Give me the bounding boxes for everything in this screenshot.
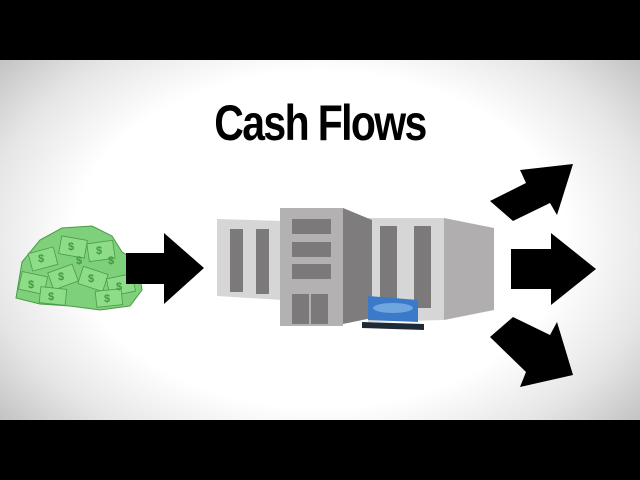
- letterbox-top: [0, 0, 640, 60]
- svg-text:$: $: [38, 253, 44, 265]
- svg-text:$: $: [108, 255, 114, 267]
- slide-stage: Cash Flows $$$ $$$ $$$ $$: [0, 60, 640, 420]
- company-building-icon: [217, 208, 494, 330]
- svg-text:$: $: [116, 281, 122, 293]
- slide-title: Cash Flows: [214, 95, 427, 151]
- company-sign-icon: [362, 296, 424, 330]
- illustration: $$$ $$$ $$$ $$: [15, 164, 596, 387]
- svg-text:$: $: [48, 291, 54, 303]
- outflow-arrow-down-icon: [490, 317, 573, 387]
- letterbox-bottom: [0, 420, 640, 480]
- money-pile-icon: $$$ $$$ $$$ $$: [15, 225, 143, 311]
- svg-text:$: $: [96, 245, 102, 257]
- svg-text:$: $: [68, 241, 74, 253]
- outflow-arrow-right-icon: [511, 233, 596, 305]
- outflow-arrow-up-icon: [490, 164, 573, 221]
- svg-text:$: $: [76, 255, 82, 267]
- svg-text:$: $: [104, 293, 110, 305]
- svg-text:$: $: [88, 273, 94, 285]
- svg-text:$: $: [58, 271, 64, 283]
- inflow-arrow-icon: [126, 233, 204, 304]
- svg-text:$: $: [28, 279, 34, 291]
